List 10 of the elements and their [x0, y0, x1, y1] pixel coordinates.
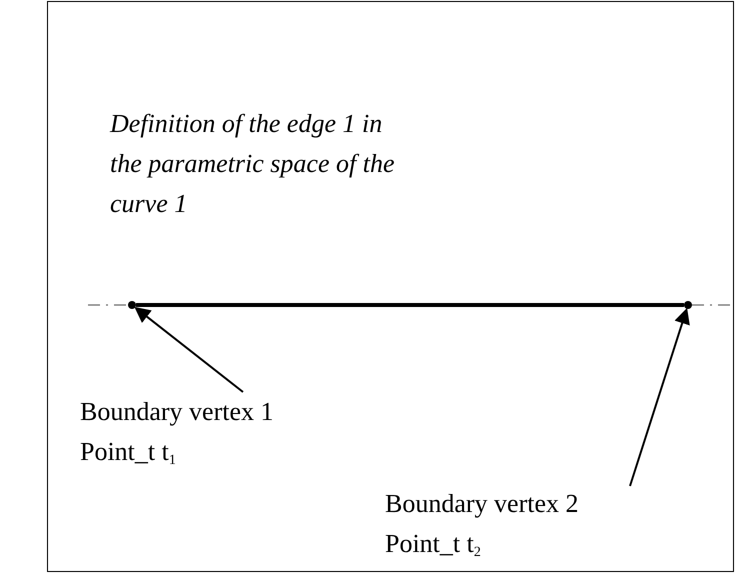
- parameter-label: Point_t t$_{2}$: [385, 528, 482, 562]
- vertex-dot: [684, 301, 692, 309]
- parameter-label: Point_t t$_{1}$: [80, 436, 177, 470]
- vertex-dot: [128, 301, 136, 309]
- edge-line: [136, 303, 684, 307]
- description-text: Definition of the edge 1 in the parametric space of the curve 1: [110, 108, 396, 220]
- leader-arrow: [134, 306, 244, 393]
- vertex-label: Boundary vertex 1: [80, 396, 275, 428]
- vertex-label: Boundary vertex 2: [385, 488, 580, 520]
- leader-arrow: [629, 308, 690, 486]
